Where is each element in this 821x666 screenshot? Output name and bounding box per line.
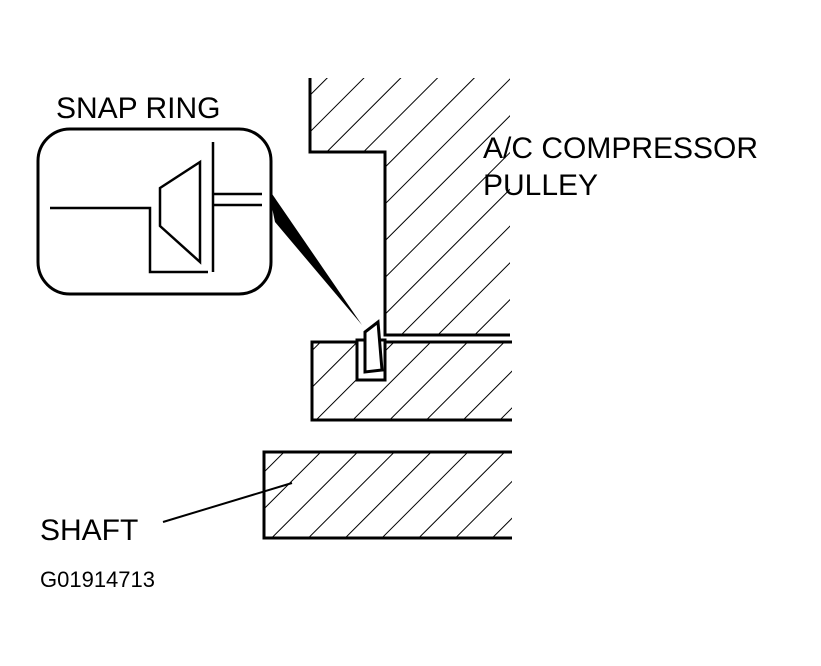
snap-ring-label: SNAP RING (56, 92, 221, 125)
shaft-leader-line (162, 482, 293, 523)
figure-code: G01914713 (40, 567, 155, 592)
shaft-section (262, 450, 512, 540)
pulley-label-line1: A/C COMPRESSOR (483, 132, 758, 165)
detail-callout-pointer (268, 188, 362, 325)
pulley-upper-section (308, 78, 512, 343)
snap-ring-part (363, 319, 384, 374)
pulley-hub-section (310, 338, 512, 422)
snap-ring-detail-view (36, 127, 273, 296)
pulley-label-line2: PULLEY (483, 169, 598, 202)
shaft-label: SHAFT (40, 514, 138, 547)
